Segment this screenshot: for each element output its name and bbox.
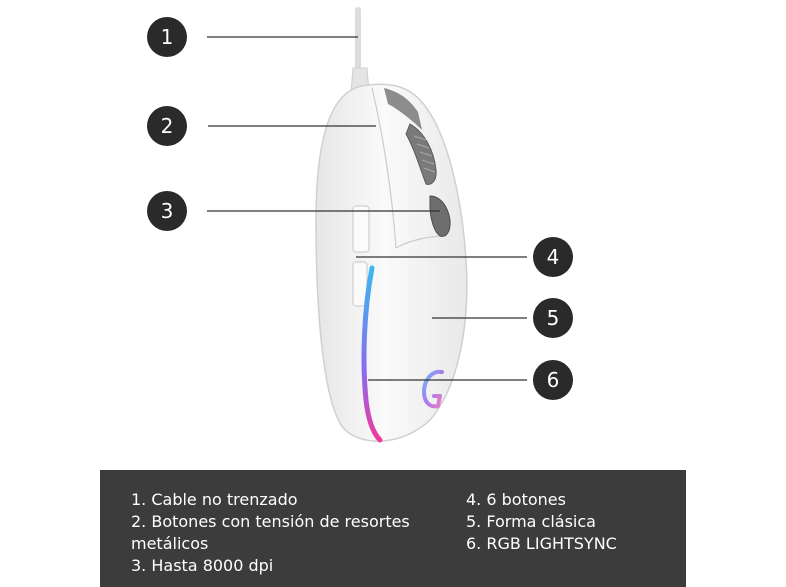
feature-legend: 1. Cable no trenzado 2. Botones con tens…	[100, 470, 686, 587]
svg-text:4: 4	[547, 245, 560, 269]
callout-1: 1	[147, 17, 187, 57]
legend-item-4: 4. 6 botones	[466, 490, 566, 509]
dpi-button	[429, 195, 451, 237]
mouse-diagram: 1 2 3 4 5 6	[147, 7, 573, 443]
side-button-forward	[352, 205, 370, 253]
legend-column-left: 1. Cable no trenzado 2. Botones con tens…	[131, 489, 441, 577]
mouse-body	[315, 83, 468, 442]
svg-text:3: 3	[161, 199, 174, 223]
top-edge-strip	[384, 88, 422, 130]
callout-3: 3	[147, 191, 187, 231]
svg-text:6: 6	[547, 368, 560, 392]
legend-column-right: 4. 6 botones 5. Forma clásica 6. RGB LIG…	[466, 489, 676, 555]
leader-lines	[207, 36, 527, 381]
button-split-line	[371, 87, 397, 249]
legend-item-1: 1. Cable no trenzado	[131, 490, 298, 509]
legend-item-2: 2. Botones con tensión de resortes metál…	[131, 512, 410, 553]
callout-4: 4	[533, 237, 573, 277]
callout-6: 6	[533, 360, 573, 400]
legend-item-5: 5. Forma clásica	[466, 512, 596, 531]
legend-item-6: 6. RGB LIGHTSYNC	[466, 534, 617, 553]
g-logo-icon	[422, 369, 444, 409]
rgb-led-strip	[361, 265, 383, 443]
svg-text:1: 1	[161, 25, 174, 49]
scroll-wheel-ribs	[413, 135, 436, 173]
callout-2: 2	[147, 106, 187, 146]
svg-text:2: 2	[161, 114, 174, 138]
callout-5: 5	[533, 298, 573, 338]
svg-text:5: 5	[547, 306, 560, 330]
legend-item-3: 3. Hasta 8000 dpi	[131, 556, 274, 575]
